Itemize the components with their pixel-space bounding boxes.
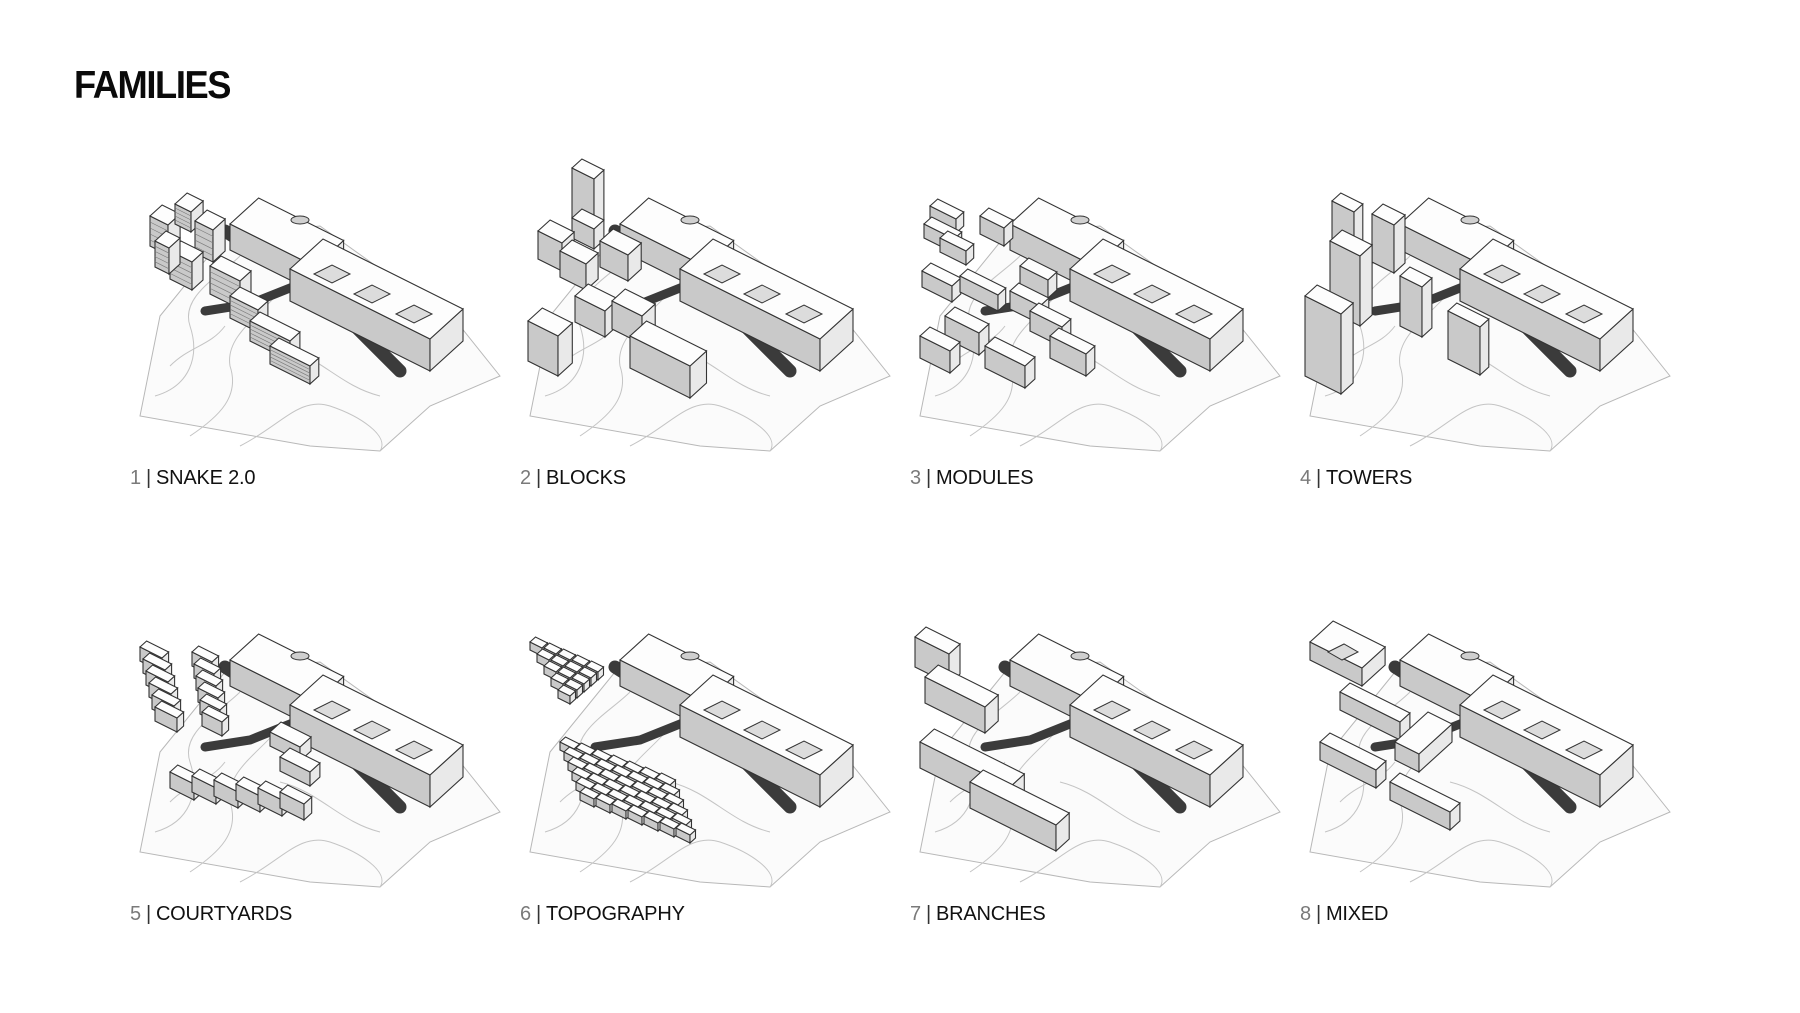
family-8-caption: 8|MIXED	[1300, 903, 1388, 926]
family-6-massing-diagram	[529, 633, 891, 888]
caption-separator: |	[535, 903, 541, 925]
caption-separator: |	[925, 467, 931, 489]
family-4-buildings	[1304, 192, 1490, 396]
family-label: TOWERS	[1325, 467, 1413, 489]
family-6-buildings	[529, 636, 697, 845]
family-number: 6	[520, 903, 531, 925]
site-base	[139, 197, 501, 452]
caption-separator: |	[535, 467, 541, 489]
family-1-panel: 1|SNAKE 2.0	[130, 192, 510, 496]
family-8-panel: 8|MIXED	[1300, 620, 1680, 932]
family-number: 1	[130, 467, 141, 489]
family-1-caption: 1|SNAKE 2.0	[130, 467, 256, 490]
family-3-buildings	[919, 198, 1096, 390]
family-1-buildings	[149, 192, 320, 386]
family-8-massing-diagram	[1309, 620, 1671, 888]
family-label: MIXED	[1325, 903, 1389, 925]
family-2-caption: 2|BLOCKS	[520, 467, 626, 490]
family-7-massing-diagram	[914, 626, 1281, 888]
family-4-caption: 4|TOWERS	[1300, 467, 1412, 490]
site-base	[1309, 197, 1671, 452]
family-label: BRANCHES	[935, 903, 1046, 925]
family-5-panel: 5|COURTYARDS	[130, 632, 510, 932]
family-2-buildings	[527, 158, 708, 400]
family-number: 8	[1300, 903, 1311, 925]
family-label: SNAKE 2.0	[155, 467, 256, 489]
family-2-panel: 2|BLOCKS	[520, 158, 900, 496]
family-3-massing-diagram	[919, 197, 1281, 452]
family-label: TOPOGRAPHY	[545, 903, 685, 925]
caption-separator: |	[925, 903, 931, 925]
family-1-massing-diagram	[139, 192, 501, 452]
family-6-panel: 6|TOPOGRAPHY	[520, 632, 900, 932]
family-5-caption: 5|COURTYARDS	[130, 903, 292, 926]
family-number: 3	[910, 467, 921, 489]
site-base	[919, 633, 1281, 888]
family-number: 2	[520, 467, 531, 489]
family-4-massing-diagram	[1304, 192, 1671, 452]
caption-separator: |	[1315, 903, 1321, 925]
caption-separator: |	[145, 467, 151, 489]
family-7-caption: 7|BRANCHES	[910, 903, 1046, 926]
family-5-buildings	[139, 640, 321, 822]
caption-separator: |	[145, 903, 151, 925]
family-number: 5	[130, 903, 141, 925]
family-3-caption: 3|MODULES	[910, 467, 1034, 490]
caption-separator: |	[1315, 467, 1321, 489]
family-number: 7	[910, 903, 921, 925]
family-5-massing-diagram	[139, 633, 501, 888]
site-base	[529, 197, 891, 452]
site-base	[529, 633, 891, 888]
family-6-caption: 6|TOPOGRAPHY	[520, 903, 685, 926]
family-3-panel: 3|MODULES	[910, 196, 1290, 496]
family-7-buildings	[914, 626, 1071, 853]
page-title: FAMILIES	[74, 64, 231, 107]
family-7-panel: 7|BRANCHES	[910, 626, 1290, 932]
family-label: BLOCKS	[545, 467, 626, 489]
family-number: 4	[1300, 467, 1311, 489]
family-label: MODULES	[935, 467, 1034, 489]
family-2-massing-diagram	[527, 158, 891, 452]
family-8-buildings	[1309, 620, 1461, 832]
family-4-panel: 4|TOWERS	[1300, 192, 1680, 496]
family-label: COURTYARDS	[155, 903, 293, 925]
